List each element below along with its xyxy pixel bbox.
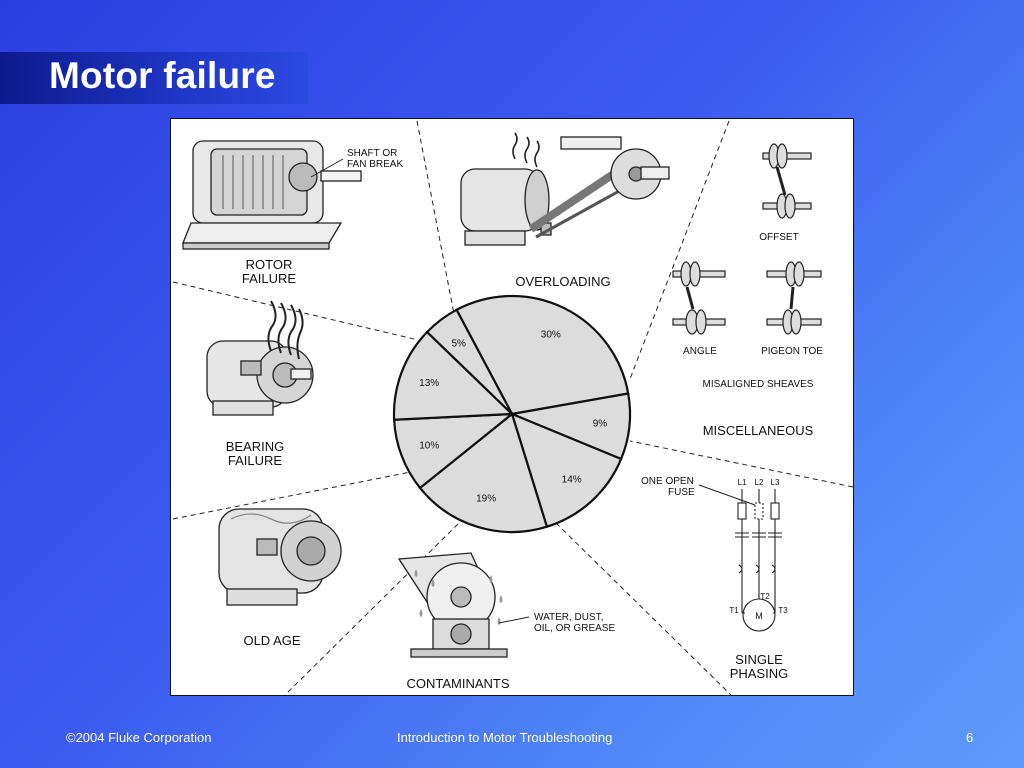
bearing-failure-illustration: [206, 300, 314, 416]
pigeon-toe-label: PIGEON TOE: [761, 346, 823, 357]
single-label-2: PHASING: [730, 666, 789, 681]
single-label-1: SINGLE: [735, 652, 783, 667]
t2-label: T2: [760, 592, 770, 601]
water-label-1: WATER, DUST,: [534, 612, 603, 623]
pie-label-5: 5%: [452, 338, 467, 349]
section-dividers: [172, 120, 854, 696]
page-number: 6: [966, 730, 974, 745]
figure-svg: 30% 9% 14% 19% 10% 13% 5%: [172, 120, 854, 696]
l2-label: L2: [755, 478, 764, 487]
footer-copyright: ©2004 Fluke Corporation: [66, 730, 212, 745]
shaft-label-2: FAN BREAK: [347, 159, 403, 170]
pie-label-30: 30%: [541, 329, 561, 340]
shaft-label-1: SHAFT OR: [347, 148, 397, 159]
misc-label: MISCELLANEOUS: [703, 423, 814, 438]
rotor-label-2: FAILURE: [242, 271, 297, 286]
divider-misc-single: [629, 440, 854, 488]
bearing-label-1: BEARING: [226, 439, 285, 454]
pie-outline: [393, 295, 631, 533]
pie-label-10: 10%: [419, 440, 439, 451]
angle-label: ANGLE: [683, 346, 717, 357]
divider-overloading-misc: [629, 120, 730, 380]
title-bar: [0, 52, 308, 104]
t3-label: T3: [778, 606, 788, 615]
single-phasing-schematic: [698, 484, 782, 632]
divider-bearing-oldage: [172, 468, 427, 520]
offset-label: OFFSET: [759, 232, 798, 243]
fuse-label-2: FUSE: [668, 487, 695, 498]
divider-contam-single: [555, 522, 732, 696]
shaft-leader-line: [310, 158, 344, 178]
rotor-motor-illustration: [182, 140, 362, 250]
rotor-label-1: ROTOR: [246, 257, 293, 272]
divider-rotor-overloading: [416, 120, 455, 315]
contaminants-illustration: [397, 552, 508, 658]
divider-oldage-contam: [284, 523, 459, 696]
motor-symbol-label: M: [755, 611, 763, 621]
water-leader-line: [498, 616, 530, 624]
water-label-2: OIL, OR GREASE: [534, 623, 615, 634]
pie-label-14: 14%: [562, 474, 582, 485]
t1-label: T1: [729, 606, 739, 615]
failure-pie-chart: 30% 9% 14% 19% 10% 13% 5%: [392, 294, 632, 534]
l1-label: L1: [738, 478, 747, 487]
misaligned-sheaves-illustration: [672, 143, 822, 335]
pie-label-13: 13%: [419, 378, 439, 389]
old-age-motor-illustration: [218, 508, 342, 606]
pie-label-19: 19%: [476, 494, 496, 505]
pie-label-9: 9%: [593, 419, 608, 430]
bearing-label-2: FAILURE: [228, 453, 283, 468]
l3-label: L3: [771, 478, 780, 487]
figure-labels: ROTOR FAILURE SHAFT OR FAN BREAK OVERLOA…: [226, 148, 824, 691]
overloading-belt-illustration: [460, 132, 670, 246]
fuse-label-1: ONE OPEN: [641, 476, 694, 487]
overloading-label: OVERLOADING: [515, 274, 610, 289]
contaminants-label: CONTAMINANTS: [406, 676, 509, 691]
misaligned-label: MISALIGNED SHEAVES: [703, 379, 814, 390]
slide-title: Motor failure: [49, 55, 276, 96]
old-age-label: OLD AGE: [243, 633, 300, 648]
footer-title: Introduction to Motor Troubleshooting: [397, 730, 613, 745]
motor-failure-figure: 30% 9% 14% 19% 10% 13% 5%: [170, 118, 854, 696]
